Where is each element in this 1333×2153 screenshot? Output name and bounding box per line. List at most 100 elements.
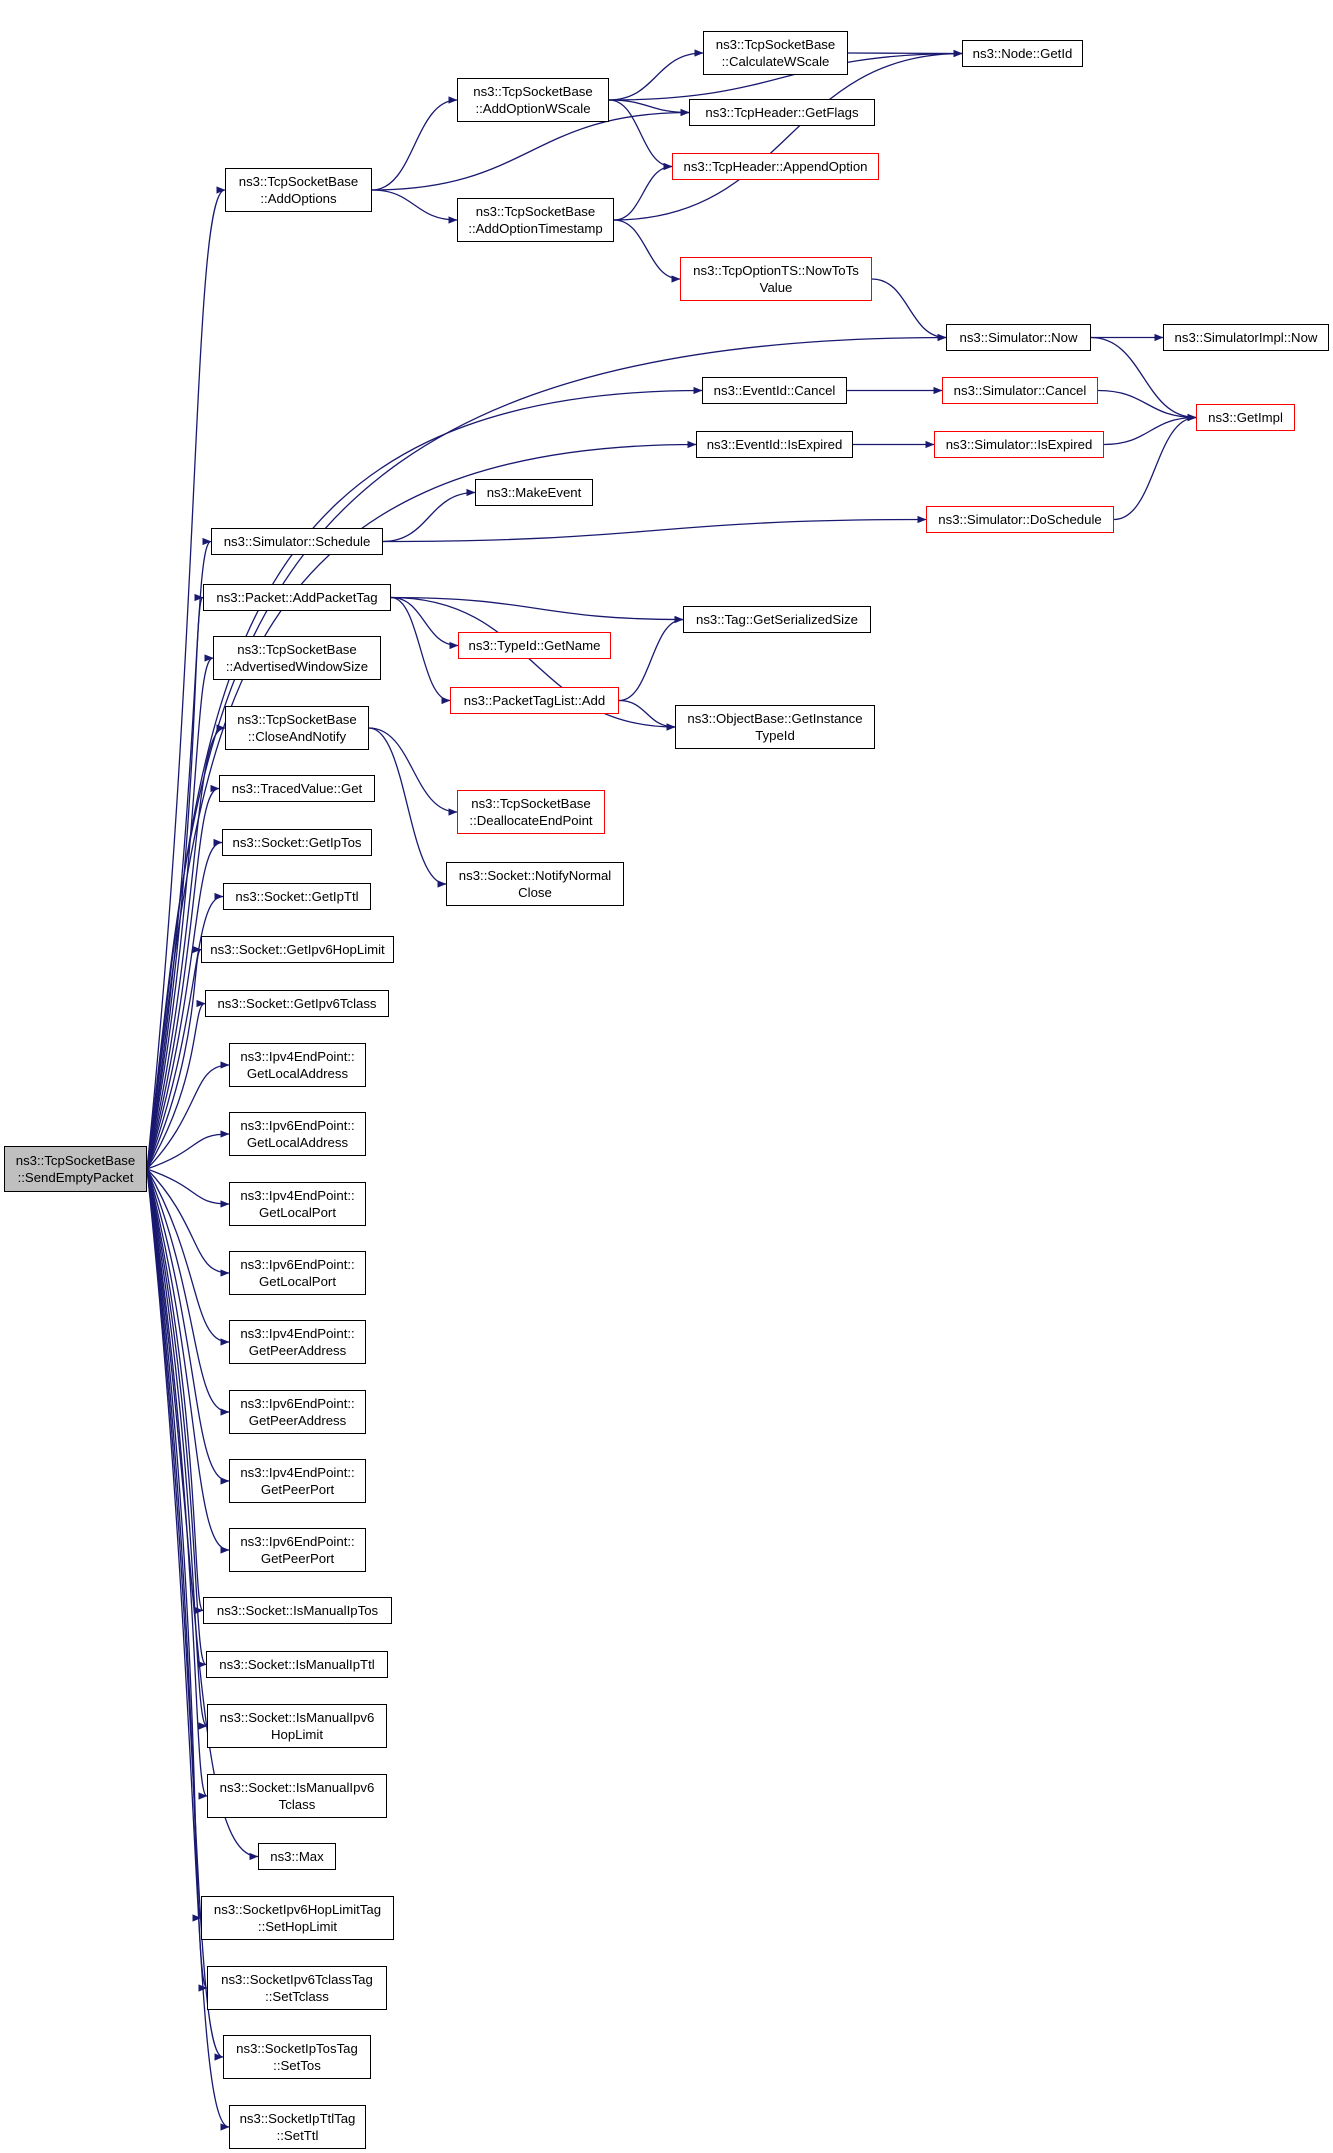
node-tagListAdd[interactable]: ns3::PacketTagList::Add	[450, 687, 619, 714]
node-label: GetLocalPort	[259, 1274, 336, 1289]
edge-addOptionWScale-to-calculateWScale	[608, 49, 704, 101]
edge-root-to-addOptions	[146, 186, 226, 1170]
node-label: ns3::Socket::GetIpTtl	[235, 889, 359, 904]
node-v6LocalPort[interactable]: ns3::Ipv6EndPoint::GetLocalPort	[229, 1251, 366, 1295]
edge-addPacketTag-to-typeIdName	[390, 596, 459, 650]
node-v6PeerAddr[interactable]: ns3::Ipv6EndPoint::GetPeerAddress	[229, 1390, 366, 1434]
node-label: Value	[759, 280, 793, 295]
node-max[interactable]: ns3::Max	[258, 1843, 336, 1870]
edge-root-to-v4LocalAddr	[146, 1061, 230, 1170]
node-tracedGet[interactable]: ns3::TracedValue::Get	[219, 775, 375, 802]
node-setTclass[interactable]: ns3::SocketIpv6TclassTag::SetTclass	[207, 1966, 387, 2010]
node-label: ns3::Tag::GetSerializedSize	[696, 612, 858, 627]
node-label: ns3::TcpSocketBase	[471, 796, 591, 811]
node-setTos[interactable]: ns3::SocketIpTosTag::SetTos	[223, 2035, 371, 2079]
node-typeIdName[interactable]: ns3::TypeId::GetName	[458, 632, 611, 659]
node-v6PeerPort[interactable]: ns3::Ipv6EndPoint::GetPeerPort	[229, 1528, 366, 1572]
node-label: ::AddOptionTimestamp	[468, 221, 603, 236]
node-label: ns3::SocketIpTosTag	[236, 2041, 358, 2056]
node-getIpTtl[interactable]: ns3::Socket::GetIpTtl	[223, 883, 371, 910]
node-advWin[interactable]: ns3::TcpSocketBase::AdvertisedWindowSize	[213, 636, 381, 680]
node-label: TypeId	[755, 728, 795, 743]
node-label: ::CalculateWScale	[721, 54, 830, 69]
node-label: ns3::TcpSocketBase	[475, 204, 596, 219]
edge-calculateWScale-to-nodeGetId	[847, 49, 963, 58]
node-label: ns3::Socket::GetIpTos	[232, 835, 362, 850]
node-v4LocalPort[interactable]: ns3::Ipv4EndPoint::GetLocalPort	[229, 1182, 366, 1226]
node-addOptionWScale[interactable]: ns3::TcpSocketBase::AddOptionWScale	[457, 78, 609, 122]
node-label: ns3::PacketTagList::Add	[463, 693, 606, 708]
node-getIpTos[interactable]: ns3::Socket::GetIpTos	[222, 829, 372, 856]
node-label: ns3::Ipv6EndPoint::	[240, 1396, 355, 1411]
node-simNow[interactable]: ns3::Simulator::Now	[946, 324, 1091, 351]
node-label: ns3::Simulator::Now	[959, 330, 1078, 345]
node-label: GetLocalAddress	[246, 1135, 349, 1150]
edge-addOptionTimestamp-to-appendOption	[613, 162, 673, 221]
node-v4LocalAddr[interactable]: ns3::Ipv4EndPoint::GetLocalAddress	[229, 1043, 366, 1087]
edge-addOptionWScale-to-nodeGetId	[608, 49, 963, 101]
edge-simSchedule-to-makeEvent	[382, 488, 476, 543]
node-label: ns3::SimulatorImpl::Now	[1174, 330, 1318, 345]
node-v4PeerAddr[interactable]: ns3::Ipv4EndPoint::GetPeerAddress	[229, 1320, 366, 1364]
node-label: ns3::Ipv6EndPoint::	[240, 1534, 355, 1549]
node-closeNotify[interactable]: ns3::TcpSocketBase::CloseAndNotify	[225, 706, 369, 750]
node-label: ns3::EventId::Cancel	[713, 383, 836, 398]
node-label: ns3::Simulator::IsExpired	[945, 437, 1093, 452]
edge-root-to-v4LocalPort	[146, 1168, 230, 1208]
node-root[interactable]: ns3::TcpSocketBase::SendEmptyPacket	[4, 1146, 147, 1192]
node-isManTos[interactable]: ns3::Socket::IsManualIpTos	[203, 1597, 392, 1624]
node-calculateWScale[interactable]: ns3::TcpSocketBase::CalculateWScale	[703, 31, 848, 75]
node-nodeGetId[interactable]: ns3::Node::GetId	[962, 40, 1083, 67]
node-isManTtl[interactable]: ns3::Socket::IsManualIpTtl	[206, 1651, 388, 1678]
node-label: ::SendEmptyPacket	[17, 1170, 134, 1185]
node-evIsExpired[interactable]: ns3::EventId::IsExpired	[696, 431, 853, 458]
edge-root-to-getIpTos	[146, 838, 223, 1170]
node-v4PeerPort[interactable]: ns3::Ipv4EndPoint::GetPeerPort	[229, 1459, 366, 1503]
node-addOptions[interactable]: ns3::TcpSocketBase::AddOptions	[225, 168, 372, 212]
node-simCancel[interactable]: ns3::Simulator::Cancel	[942, 377, 1098, 404]
edge-root-to-v6LocalPort	[146, 1168, 230, 1277]
node-v6LocalAddr[interactable]: ns3::Ipv6EndPoint::GetLocalAddress	[229, 1112, 366, 1156]
node-addPacketTag[interactable]: ns3::Packet::AddPacketTag	[203, 584, 391, 611]
node-label: ns3::Ipv4EndPoint::	[240, 1326, 355, 1341]
node-simImplNow[interactable]: ns3::SimulatorImpl::Now	[1163, 324, 1329, 351]
node-deallocEP[interactable]: ns3::TcpSocketBase::DeallocateEndPoint	[457, 790, 605, 834]
node-simSchedule[interactable]: ns3::Simulator::Schedule	[211, 528, 383, 555]
node-addOptionTimestamp[interactable]: ns3::TcpSocketBase::AddOptionTimestamp	[457, 198, 614, 242]
node-label: ns3::TcpHeader::GetFlags	[705, 105, 859, 120]
node-label: GetPeerAddress	[248, 1343, 347, 1358]
edge-root-to-advWin	[146, 654, 214, 1170]
node-simIsExpired[interactable]: ns3::Simulator::IsExpired	[934, 431, 1104, 458]
edge-doSchedule-to-getImpl	[1113, 413, 1197, 521]
edge-root-to-simSchedule	[146, 538, 212, 1170]
node-setHopLimit[interactable]: ns3::SocketIpv6HopLimitTag::SetHopLimit	[201, 1896, 394, 1940]
node-evCancel[interactable]: ns3::EventId::Cancel	[702, 377, 847, 404]
node-label: ns3::Socket::IsManualIpv6	[219, 1710, 375, 1725]
node-getImpl[interactable]: ns3::GetImpl	[1196, 404, 1295, 431]
edge-root-to-isManTtl	[146, 1168, 207, 1668]
node-appendOption[interactable]: ns3::TcpHeader::AppendOption	[672, 153, 879, 180]
node-getTclass[interactable]: ns3::Socket::GetIpv6Tclass	[205, 990, 389, 1017]
node-label: ns3::Simulator::Cancel	[953, 383, 1087, 398]
node-getFlags[interactable]: ns3::TcpHeader::GetFlags	[689, 99, 875, 126]
node-label: ns3::TcpSocketBase	[473, 84, 593, 99]
node-doSchedule[interactable]: ns3::Simulator::DoSchedule	[926, 506, 1114, 533]
node-makeEvent[interactable]: ns3::MakeEvent	[475, 479, 593, 506]
node-tagSize[interactable]: ns3::Tag::GetSerializedSize	[683, 606, 871, 633]
edge-root-to-v6PeerPort	[146, 1168, 230, 1554]
node-label: ns3::TcpSocketBase	[238, 174, 359, 189]
node-label: ::SetHopLimit	[257, 1919, 338, 1934]
node-setTtl[interactable]: ns3::SocketIpTtlTag::SetTtl	[229, 2105, 366, 2149]
node-label: ns3::ObjectBase::GetInstance	[687, 711, 863, 726]
edge-root-to-tracedGet	[146, 784, 220, 1170]
node-label: ::CloseAndNotify	[247, 729, 347, 744]
node-getHopLimit[interactable]: ns3::Socket::GetIpv6HopLimit	[201, 936, 394, 963]
node-label: ns3::Socket::NotifyNormal	[458, 868, 612, 883]
edge-root-to-isManHop	[146, 1168, 208, 1730]
